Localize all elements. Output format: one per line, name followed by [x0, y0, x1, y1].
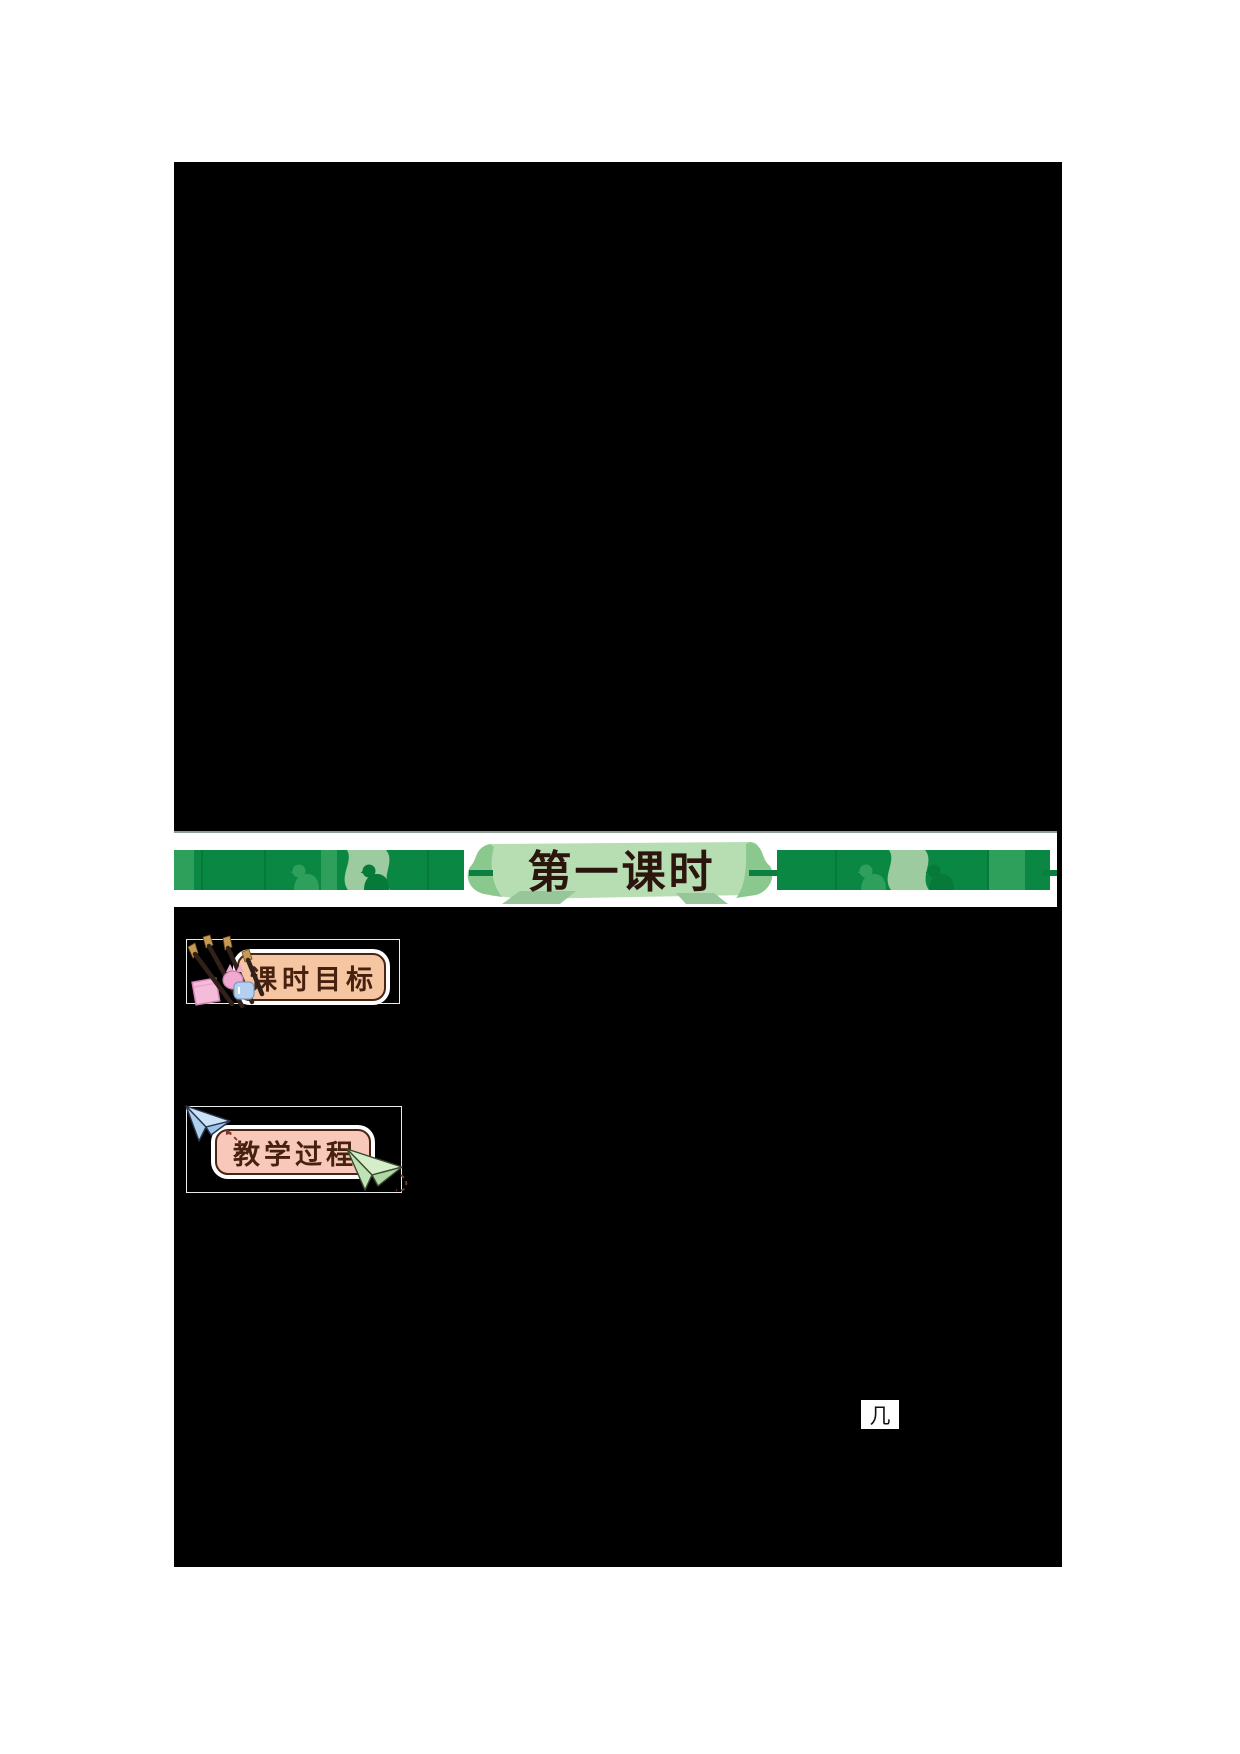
bird-pattern-icon: [925, 864, 954, 890]
plaque-side-dash-right: [749, 870, 777, 876]
green-paper-plane-icon: [346, 1148, 408, 1192]
ink-pot-icon: [222, 964, 255, 1000]
heading-badge-process: 教学过程: [215, 1129, 371, 1175]
sage-wave: [887, 850, 929, 890]
calligraphy-brushes-icon: [187, 934, 265, 1008]
banner-band-right: [777, 850, 1050, 890]
inline-glyph: 几: [869, 1403, 891, 1428]
lesson-banner: 第一课时: [174, 831, 1057, 907]
bird-pattern-icon: [290, 864, 319, 890]
banner-band-left: [174, 850, 464, 890]
banner-plaque: [467, 842, 773, 904]
plane-trail: [227, 1131, 242, 1146]
plane-trail: [395, 1174, 408, 1192]
heading-badge-process-label: 教学过程: [233, 1139, 357, 1170]
blue-paper-plane-icon: [185, 1105, 242, 1146]
inline-glyph-box: 几: [861, 1400, 899, 1429]
sticky-note-icon: [191, 977, 221, 1006]
section-box-process: [186, 1106, 402, 1193]
lesson-banner-title: 第一课时: [527, 848, 716, 897]
banner-end-dash: [1042, 870, 1057, 876]
heading-badge-goal: 课时目标: [237, 953, 386, 1001]
section-box-goal: [186, 939, 400, 1004]
plaque-side-dash-left: [469, 870, 493, 876]
bird-pattern-icon: [360, 864, 389, 890]
heading-badge-goal-label: 课时目标: [250, 964, 378, 995]
bird-pattern-icon: [857, 864, 886, 890]
